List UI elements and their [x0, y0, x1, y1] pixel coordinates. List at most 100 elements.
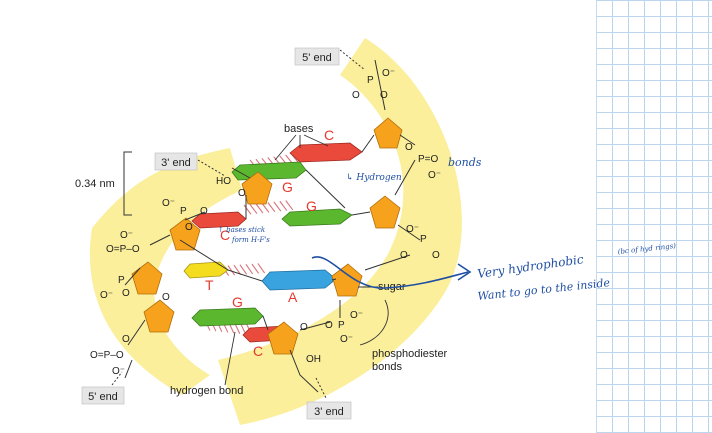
chem-p-4: P — [118, 275, 125, 286]
thymine-base — [183, 261, 229, 279]
hand-base-stick-note-2: form H-F's — [231, 236, 270, 244]
chem-o-dbl-p-o-left: O=P–O — [106, 244, 140, 255]
chem-o-minus-6: O⁻ — [100, 290, 113, 301]
bases-callout — [274, 134, 329, 161]
three-end-left-label: 3' end — [161, 157, 191, 169]
chem-o-2: O — [380, 90, 388, 101]
chem-o-10: O — [162, 292, 170, 303]
distance-label: 0.34 nm — [75, 178, 115, 190]
sugar-pentagon-r2 — [369, 195, 401, 229]
guanine-base-1 — [231, 161, 307, 181]
phosphate-groups: O⁻ P O O O P=O O⁻ HO O O⁻ P O O O⁻ P O O… — [90, 68, 441, 377]
phosphodiester-label-line1: phosphodiester — [372, 348, 448, 360]
chem-o-minus-9: O⁻ — [340, 334, 353, 345]
three-end-left-box — [154, 152, 198, 171]
chem-o-minus-4: O⁻ — [406, 224, 419, 235]
chem-p-dbl-o-1: P=O — [418, 154, 439, 165]
sugar-pentagon-r4 — [267, 321, 299, 355]
hbond-hatch-2 — [243, 200, 294, 215]
hand-arrow-head — [457, 263, 472, 281]
bonds-label: bonds — [372, 361, 402, 373]
base-pair-plates — [183, 142, 363, 343]
chem-o-6: O — [185, 222, 193, 233]
right-strand-bonds — [289, 59, 421, 393]
hand-hydrogen-note: ↳ Hydrogen — [346, 173, 402, 183]
five-end-top-label: 5' end — [302, 52, 332, 64]
hand-hydrophobic-line1: Very hydrophobic — [476, 252, 584, 281]
guanine-base-2 — [281, 208, 353, 227]
hbond-hatch-3 — [221, 263, 266, 276]
deoxyribose-sugars — [131, 117, 403, 355]
base-letter-g-top: G — [282, 179, 293, 195]
bases-label: bases — [284, 123, 314, 135]
hand-hydrophobic-paren: (bc of hyd rings) — [617, 242, 676, 256]
five-end-dotted-top — [339, 49, 366, 71]
cytosine-base-1 — [289, 142, 363, 163]
chem-o-1: O — [352, 90, 360, 101]
base-letter-g-bottom: G — [232, 294, 243, 310]
chem-p-5: P — [338, 320, 345, 331]
sugar-pentagon-l1 — [241, 171, 273, 205]
three-end-bottom-box — [306, 401, 352, 420]
left-backbone-ribbon — [89, 148, 243, 395]
distance-bracket — [123, 151, 132, 216]
phosphodiester-label: phosphodiester — [372, 348, 448, 360]
phosphodiester-bracket — [359, 299, 389, 346]
base-letter-c-bottom: C — [253, 343, 263, 359]
phosphodiester-label-line2: bonds — [372, 361, 402, 373]
base-letter-a: A — [288, 289, 298, 305]
base-letter-g-mid: G — [306, 198, 317, 214]
cytosine-base-2 — [191, 211, 247, 229]
hand-hydrophobic-line2: Want to go to the inside — [477, 276, 611, 303]
sugar-pentagon-l3 — [131, 261, 163, 295]
five-end-dotted-bottom — [111, 371, 123, 386]
base-letter-c-top: C — [324, 127, 334, 143]
chem-o-12: O — [325, 320, 333, 331]
chem-o-11: O — [122, 334, 130, 345]
sugar-pentagon-l2 — [169, 217, 201, 251]
backbone-bond-lines — [111, 49, 421, 399]
hand-base-stick-note-1: ↑ bases stick — [218, 226, 265, 234]
base-sugar-links — [179, 134, 375, 331]
chem-p-2: P — [180, 206, 187, 217]
chem-o-dbl-p-o-bottom: O=P–O — [90, 350, 124, 361]
hand-arrow-curve — [311, 256, 469, 289]
chem-oh: OH — [306, 354, 321, 365]
chem-o-minus-7: O⁻ — [112, 366, 125, 377]
adenine-base — [261, 269, 337, 291]
five-end-bottom-label: 5' end — [88, 391, 118, 403]
chem-o-minus-3: O⁻ — [162, 198, 175, 209]
base-letter-c-mid: C — [220, 227, 230, 243]
hydrogen-bond-label: hydrogen bond — [170, 385, 243, 397]
three-end-dotted-left — [197, 159, 226, 177]
base-letter-t: T — [205, 277, 214, 293]
grid-divider-line — [596, 0, 597, 433]
five-end-top-box — [294, 47, 340, 66]
chem-o-4: O — [238, 188, 246, 199]
chem-o-3: O — [405, 142, 413, 153]
chem-p-3: P — [420, 234, 427, 245]
hand-bonds-note: bonds — [448, 156, 482, 169]
chem-o-9: O — [122, 288, 130, 299]
five-end-bottom-box — [81, 386, 125, 405]
chem-p-1: P — [367, 75, 374, 86]
chem-o-5: O — [200, 206, 208, 217]
chem-o-minus-2: O⁻ — [428, 170, 441, 181]
sugar-pentagon-l4 — [143, 299, 175, 333]
chem-o-minus-1: O⁻ — [382, 68, 395, 79]
chem-o-7: O — [400, 250, 408, 261]
sugar-pentagon-r3 — [331, 263, 363, 297]
grid-paper-margin — [596, 0, 712, 433]
left-strand-bonds — [124, 167, 251, 379]
guanine-base-3 — [191, 307, 264, 327]
sugar-pentagon-r1 — [373, 117, 403, 149]
chem-o-minus-5: O⁻ — [120, 230, 133, 241]
chem-o-8: O — [432, 250, 440, 261]
hydrogen-bond-callout — [224, 331, 236, 386]
chem-ho: HO — [216, 176, 231, 187]
chem-o-13: O — [300, 322, 308, 333]
three-end-bottom-label: 3' end — [314, 406, 344, 418]
chem-o-minus-8: O⁻ — [350, 310, 363, 321]
